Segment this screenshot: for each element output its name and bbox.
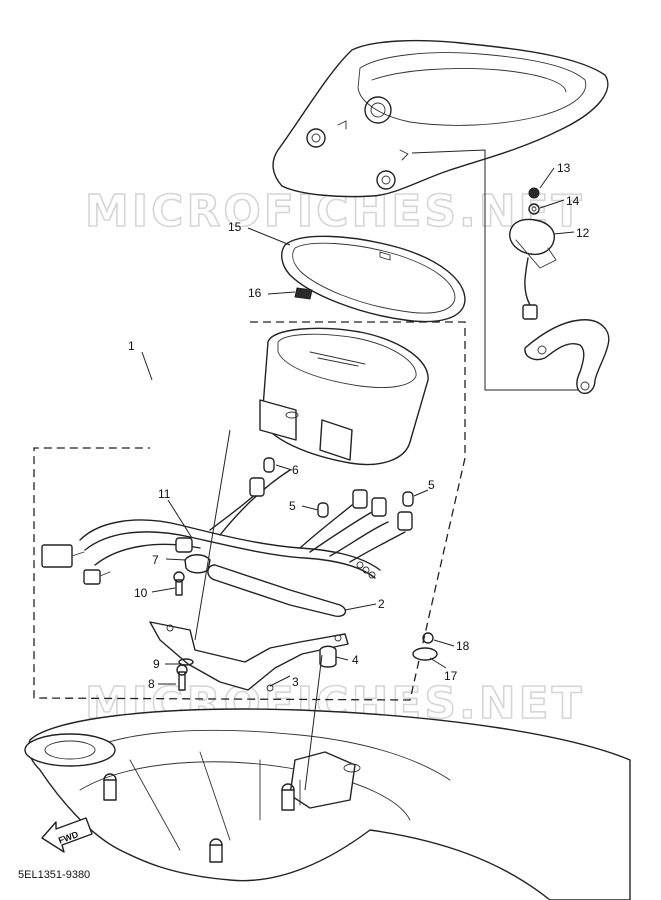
assembly-boundary: [33, 321, 466, 701]
callout-13: 13: [557, 161, 571, 175]
tank-panel: [24, 429, 631, 900]
callout-11: 11: [158, 487, 171, 501]
meter-housing: [259, 327, 429, 466]
indicator-switch-assembly: [509, 187, 610, 395]
callout-18: 18: [456, 639, 470, 653]
wire-harness: [41, 457, 414, 585]
callout-9: 9: [153, 657, 160, 671]
callout-7: 7: [152, 553, 159, 567]
document-code: 5EL1351-9380: [18, 869, 90, 881]
callout-15: 15: [228, 220, 242, 234]
callout-6: 6: [292, 463, 299, 477]
callout-5-left: 5: [289, 499, 296, 513]
callout-2: 2: [378, 597, 385, 611]
callout-4: 4: [352, 653, 359, 667]
meter-bracket: [207, 564, 347, 618]
callout-3: 3: [292, 675, 299, 689]
fastener-set: [173, 554, 438, 691]
rubber-pad: [294, 287, 313, 300]
callout-5-right: 5: [428, 478, 435, 492]
callout-14: 14: [566, 194, 580, 208]
handlebar-cover: [272, 39, 609, 391]
callout-1: 1: [128, 339, 135, 353]
callout-17: 17: [444, 669, 458, 683]
callout-12: 12: [576, 226, 590, 240]
fwd-direction-marker: FWD: [41, 817, 93, 853]
callout-10: 10: [134, 586, 148, 600]
callout-8: 8: [148, 677, 155, 691]
callout-16: 16: [248, 286, 262, 300]
lower-bracket: [149, 621, 349, 692]
bezel-ring: [281, 235, 466, 323]
callout-leaders: [141, 167, 575, 687]
